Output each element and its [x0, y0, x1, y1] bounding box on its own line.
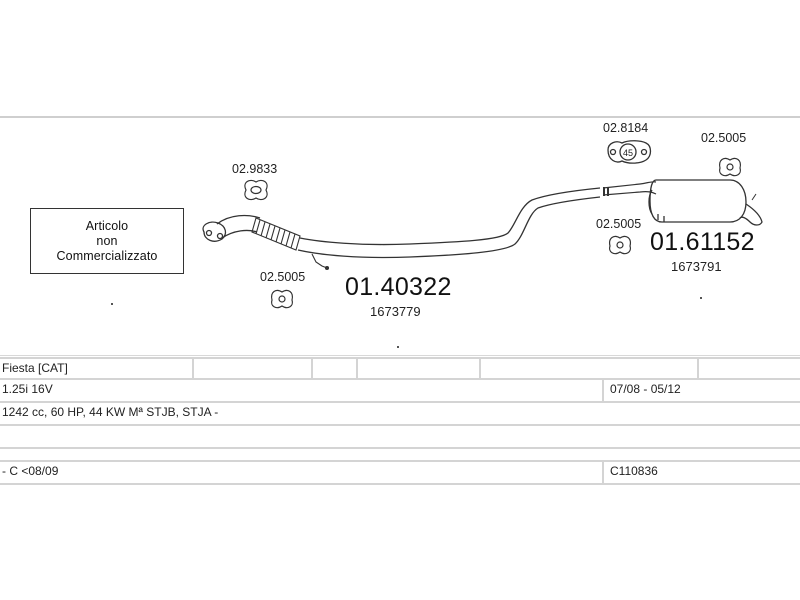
- clamp-rear-top-part-number[interactable]: 02.5005: [701, 131, 747, 145]
- note-cell: - C <08/09: [2, 464, 59, 478]
- clamp-rear-left-icon: [609, 235, 631, 255]
- notice-line-1: Articolo: [85, 218, 129, 233]
- table-row-model: Fiesta [CAT]: [0, 357, 800, 380]
- notice-line-3: Commercializzato: [56, 248, 158, 263]
- clamp-rear-left-part-number[interactable]: 02.5005: [596, 217, 642, 231]
- column-divider: [356, 359, 358, 380]
- not-available-notice: Articolo non Commercializzato: [30, 208, 184, 274]
- column-divider: [479, 359, 481, 380]
- notice-line-2: non: [96, 233, 118, 248]
- rubber-mount-part-number[interactable]: 02.8184: [603, 121, 649, 135]
- column-divider: [602, 380, 604, 401]
- table-row-specs: 1242 cc, 60 HP, 44 KW Mª STJB, STJA -: [0, 403, 800, 426]
- clamp-rear-top-icon: [719, 157, 741, 177]
- period-cell: 07/08 - 05/12: [610, 382, 681, 396]
- middle-pipe: [297, 187, 601, 259]
- model-cell: Fiesta [CAT]: [2, 361, 68, 375]
- middle-hanger-icon: [311, 253, 330, 271]
- rear-silencer-ref-number: 1673791: [671, 259, 722, 274]
- clamp-front-icon: [271, 289, 293, 309]
- middle-silencer-article-number[interactable]: 01.40322: [345, 273, 452, 301]
- column-divider: [192, 359, 194, 380]
- table-row-engine: 1.25i 16V 07/08 - 05/12: [0, 380, 800, 403]
- code-cell: C110836: [610, 464, 658, 478]
- column-divider: [602, 462, 604, 483]
- diagram-frame: [0, 116, 800, 356]
- gasket-part-number[interactable]: 02.9833: [232, 162, 278, 176]
- table-row-empty: [0, 426, 800, 449]
- table-row-spacer: [0, 442, 800, 462]
- rear-silencer-icon: [648, 179, 763, 226]
- engine-cell: 1.25i 16V: [2, 382, 53, 396]
- column-divider: [697, 359, 699, 380]
- flex-pipe-icon: [251, 217, 301, 251]
- gasket-icon: [244, 179, 268, 201]
- specs-cell: 1242 cc, 60 HP, 44 KW Mª STJB, STJA -: [2, 405, 219, 419]
- rear-silencer-article-number[interactable]: 01.61152: [650, 228, 755, 256]
- marker-dot: [111, 303, 113, 305]
- middle-silencer-ref-number: 1673779: [370, 304, 421, 319]
- rubber-mount-icon: [607, 140, 652, 164]
- marker-dot: [700, 297, 702, 299]
- clamp-front-part-number[interactable]: 02.5005: [260, 270, 306, 284]
- marker-dot: [397, 346, 399, 348]
- front-flange-icon: [202, 221, 227, 242]
- front-pipe: [216, 214, 261, 239]
- rear-inlet-pipe: [602, 181, 657, 196]
- rubber-mount-size-label: 45: [623, 148, 633, 158]
- column-divider: [311, 359, 313, 380]
- table-row-notes: - C <08/09 C110836: [0, 462, 800, 485]
